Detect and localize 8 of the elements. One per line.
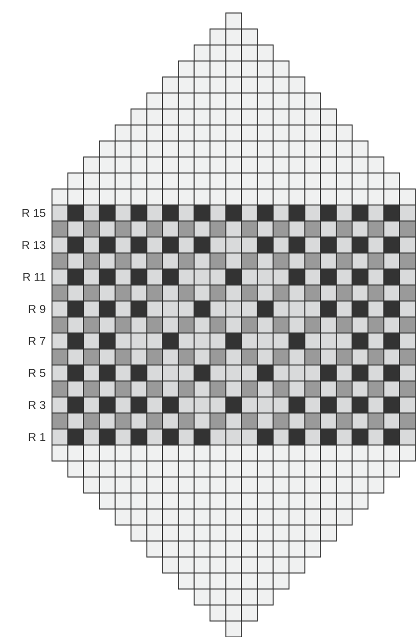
row-label: R 15 xyxy=(22,209,46,217)
row-label: R 13 xyxy=(22,240,46,250)
row-label: R 3 xyxy=(28,400,46,410)
row-label: R 9 xyxy=(28,304,46,314)
row-label: R 11 xyxy=(23,273,46,281)
row-label: R 5 xyxy=(28,369,46,377)
row-label: R 7 xyxy=(28,337,46,345)
row-label: R 1 xyxy=(28,433,46,441)
